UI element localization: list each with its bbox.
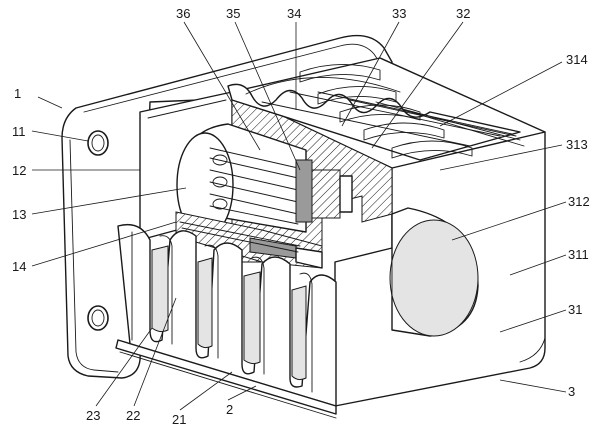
leader-313 bbox=[439, 144, 563, 171]
leader-35 bbox=[234, 21, 301, 171]
bolt-hole-upper bbox=[87, 130, 109, 156]
lower-corrugated-fins bbox=[115, 223, 337, 419]
label-34: 34 bbox=[287, 6, 301, 21]
reference-numerals: 1 11 12 13 14 36 35 34 33 32 314 313 312… bbox=[12, 6, 590, 427]
label-13: 13 bbox=[12, 207, 26, 222]
leader-312 bbox=[451, 201, 567, 241]
label-12: 12 bbox=[12, 163, 26, 178]
leader-1 bbox=[37, 96, 63, 109]
label-3: 3 bbox=[568, 384, 575, 399]
label-11: 11 bbox=[12, 124, 26, 139]
internal-rotor-assembly bbox=[176, 123, 353, 238]
leader-14 bbox=[31, 221, 177, 267]
leader-33 bbox=[341, 21, 400, 127]
label-312: 312 bbox=[568, 194, 590, 209]
label-22: 22 bbox=[126, 408, 140, 423]
leader-311 bbox=[509, 254, 567, 276]
top-corrugated-fins bbox=[227, 64, 525, 161]
leader-23 bbox=[95, 327, 153, 407]
leader-22 bbox=[133, 297, 177, 407]
label-311: 311 bbox=[568, 247, 589, 262]
label-1: 1 bbox=[14, 86, 21, 101]
label-31: 31 bbox=[568, 302, 582, 317]
label-2: 2 bbox=[226, 402, 233, 417]
leader-13 bbox=[31, 187, 187, 215]
label-314: 314 bbox=[566, 52, 588, 67]
label-32: 32 bbox=[456, 6, 470, 21]
label-35: 35 bbox=[226, 6, 240, 21]
leader-2 bbox=[227, 385, 257, 401]
label-33: 33 bbox=[392, 6, 406, 21]
leader-36 bbox=[183, 21, 261, 151]
label-21: 21 bbox=[172, 412, 186, 427]
bore-312 bbox=[389, 219, 479, 337]
leader-21 bbox=[179, 371, 233, 411]
label-36: 36 bbox=[176, 6, 190, 21]
leader-32 bbox=[371, 21, 464, 149]
label-313: 313 bbox=[566, 137, 588, 152]
leader-lines bbox=[31, 21, 567, 411]
bolt-hole-lower bbox=[87, 305, 109, 331]
leader-314 bbox=[439, 61, 563, 127]
label-23: 23 bbox=[86, 408, 100, 423]
label-14: 14 bbox=[12, 259, 26, 274]
leader-31 bbox=[499, 309, 567, 333]
leader-3 bbox=[499, 379, 567, 393]
leader-11 bbox=[31, 130, 89, 142]
